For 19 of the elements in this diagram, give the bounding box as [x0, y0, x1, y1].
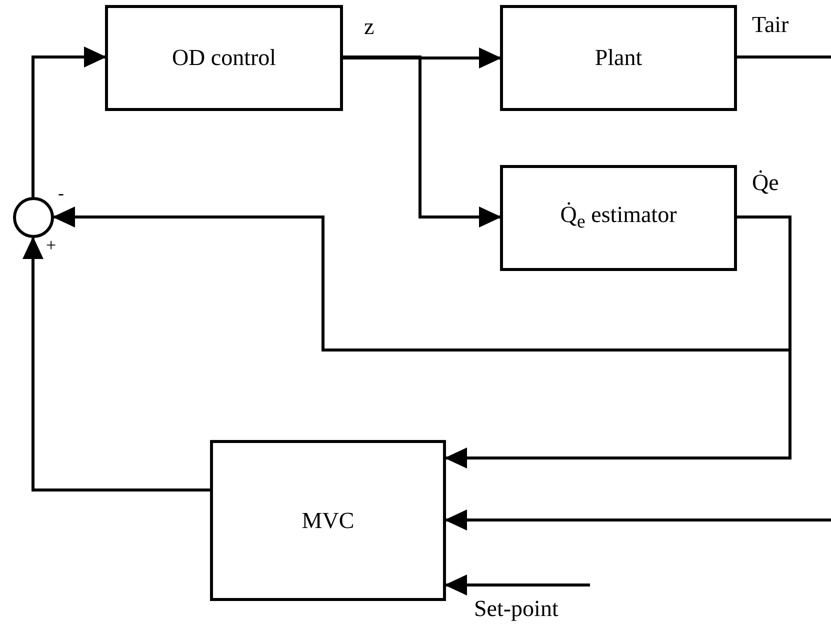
signal-arrow	[52, 206, 792, 352]
block-label: MVC	[302, 508, 354, 534]
signal-arrow	[444, 510, 831, 530]
signal-arrow	[444, 574, 590, 596]
signal-arrow	[343, 56, 502, 228]
block-label: Plant	[594, 45, 642, 71]
block-box	[500, 5, 737, 111]
signal-arrow	[22, 236, 210, 492]
signal-label: Q̇e	[750, 170, 781, 196]
signal-arrow	[32, 46, 106, 197]
signal-arrow	[343, 48, 502, 68]
signal-arrow	[444, 216, 792, 468]
block-box	[105, 5, 343, 111]
block-box	[500, 165, 737, 271]
block-label: Q̇$_{e}$ estimator	[560, 202, 677, 234]
signal-line	[737, 56, 831, 58]
summing-junction	[13, 197, 54, 238]
block-box	[210, 440, 446, 601]
block-label: OD control	[172, 45, 276, 71]
